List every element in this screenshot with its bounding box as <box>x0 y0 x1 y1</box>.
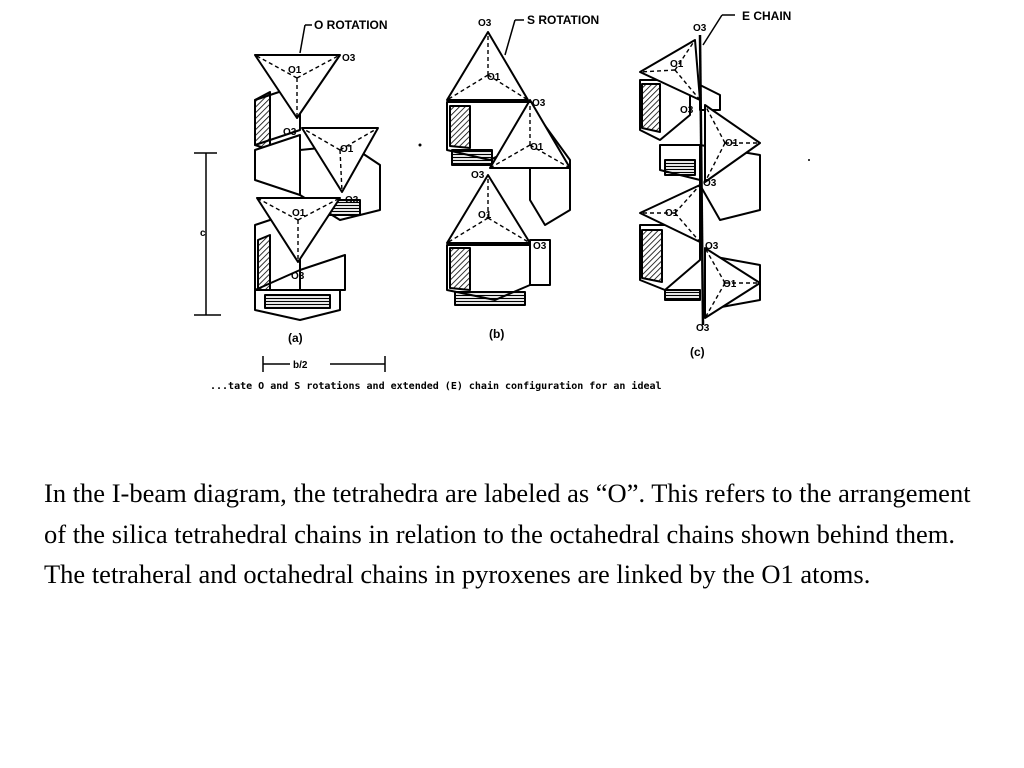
atom-label-o3: O3 <box>693 23 707 34</box>
dimension-c: c <box>194 152 221 316</box>
panel-label-b: (b) <box>489 327 504 341</box>
header-e-chain: E CHAIN <box>742 9 791 23</box>
tetrahedra-a <box>254 54 379 263</box>
tetrahedra-c <box>639 34 761 326</box>
atom-label-o1: O1 <box>340 144 354 155</box>
atom-label-o1: O1 <box>292 208 306 219</box>
pyroxene-chain-figure: O ROTATION O1 O3 O3 O1 O3 O1 O3 (a) c b/… <box>194 9 810 392</box>
atom-label-o3: O3 <box>696 323 710 334</box>
atom-label-o3: O3 <box>471 170 485 181</box>
atom-label-o3: O3 <box>703 178 717 189</box>
figure-caption: ...tate O and S rotations and extended (… <box>210 380 662 392</box>
tetrahedra-b <box>446 31 571 244</box>
scan-dot <box>418 143 422 147</box>
atom-label-o3: O3 <box>705 241 719 252</box>
atom-label-o3: O3 <box>345 195 359 206</box>
panel-a-labels: O ROTATION O1 O3 O3 O1 O3 O1 O3 (a) <box>283 18 388 345</box>
atom-label-o3: O3 <box>680 105 694 116</box>
panel-c-labels: E CHAIN O3 O1 O3 O1 O3 O1 O3 O1 O3 (c) <box>665 9 791 359</box>
atom-label-o1: O1 <box>670 59 684 70</box>
dimension-c-label: c <box>200 228 206 239</box>
atom-label-o3: O3 <box>478 18 492 29</box>
dimension-b2-label: b/2 <box>293 360 308 371</box>
atom-label-o3: O3 <box>533 241 547 252</box>
atom-label-o3: O3 <box>291 271 305 282</box>
atom-label-o1: O1 <box>478 210 492 221</box>
atom-label-o3: O3 <box>342 53 356 64</box>
panel-label-a: (a) <box>288 331 303 345</box>
scan-dot <box>808 159 810 161</box>
octahedral-chain-b <box>446 101 571 306</box>
panel-c-e-chain <box>639 34 761 326</box>
atom-label-o3: O3 <box>283 127 297 138</box>
atom-label-o1: O1 <box>723 279 737 290</box>
panel-b-labels: S ROTATION O3 O1 O3 O1 O3 O1 O3 (b) <box>471 13 599 341</box>
atom-label-o1: O1 <box>288 65 302 76</box>
header-o-rotation: O ROTATION <box>314 18 388 32</box>
atom-label-o1: O1 <box>665 208 679 219</box>
panel-b-s-rotation <box>446 31 571 306</box>
panel-label-c: (c) <box>690 345 705 359</box>
dimension-b2: b/2 <box>262 356 386 372</box>
body-paragraph: In the I-beam diagram, the tetrahedra ar… <box>44 478 971 589</box>
atom-label-o1: O1 <box>725 138 739 149</box>
header-s-rotation: S ROTATION <box>527 13 599 27</box>
atom-label-o1: O1 <box>530 142 544 153</box>
panel-a-o-rotation <box>254 54 381 321</box>
atom-label-o1: O1 <box>487 72 501 83</box>
atom-label-o3: O3 <box>532 98 546 109</box>
